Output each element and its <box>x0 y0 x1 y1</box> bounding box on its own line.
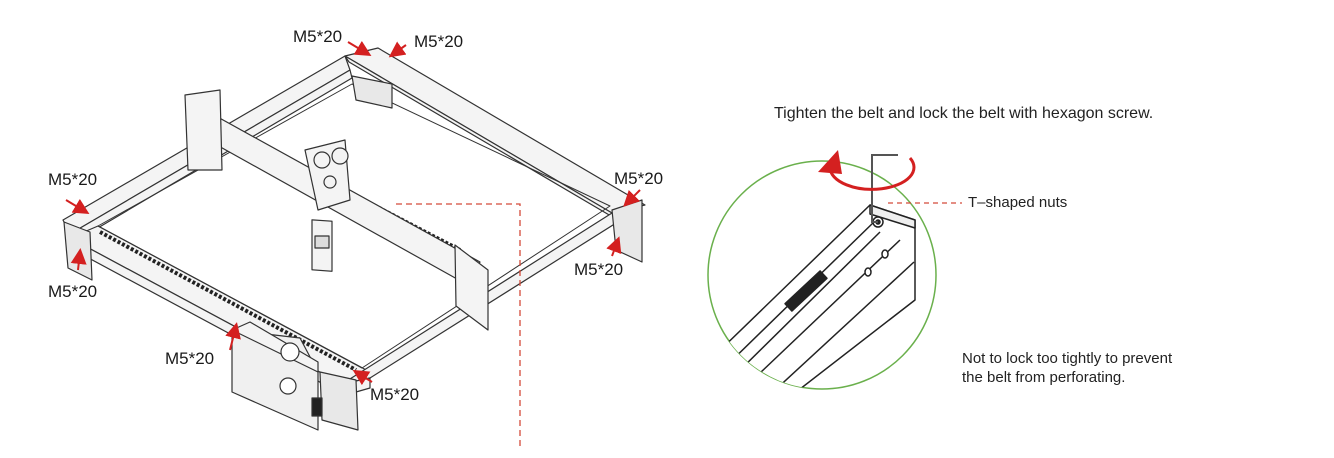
screw-label-front-left: M5*20 <box>165 349 215 368</box>
screw-label-left-lower: M5*20 <box>48 282 98 301</box>
tightening-note: Not to lock too tightly to prevent the b… <box>962 349 1262 387</box>
detail-heading: Tighten the belt and lock the belt with … <box>774 105 1154 122</box>
screw-label-right-lower: M5*20 <box>574 260 624 279</box>
rail-detail <box>708 204 916 389</box>
screw-label-front-right: M5*20 <box>370 385 420 404</box>
engraver-frame <box>62 47 646 431</box>
red-arrow-icon <box>65 40 641 386</box>
note-line-2: the belt from perforating. <box>962 369 1126 386</box>
screw-label-right-upper: M5*20 <box>614 169 664 188</box>
screw-label-top-left: M5*20 <box>293 27 343 46</box>
t-nut-callout: T–shaped nuts <box>968 194 1068 211</box>
screw-label-left-upper: M5*20 <box>48 170 98 189</box>
leader-line <box>396 203 521 450</box>
rotate-arrow-icon <box>818 150 916 191</box>
note-line-1: Not to lock too tightly to prevent <box>962 350 1173 367</box>
screw-label-top-right: M5*20 <box>414 32 464 51</box>
